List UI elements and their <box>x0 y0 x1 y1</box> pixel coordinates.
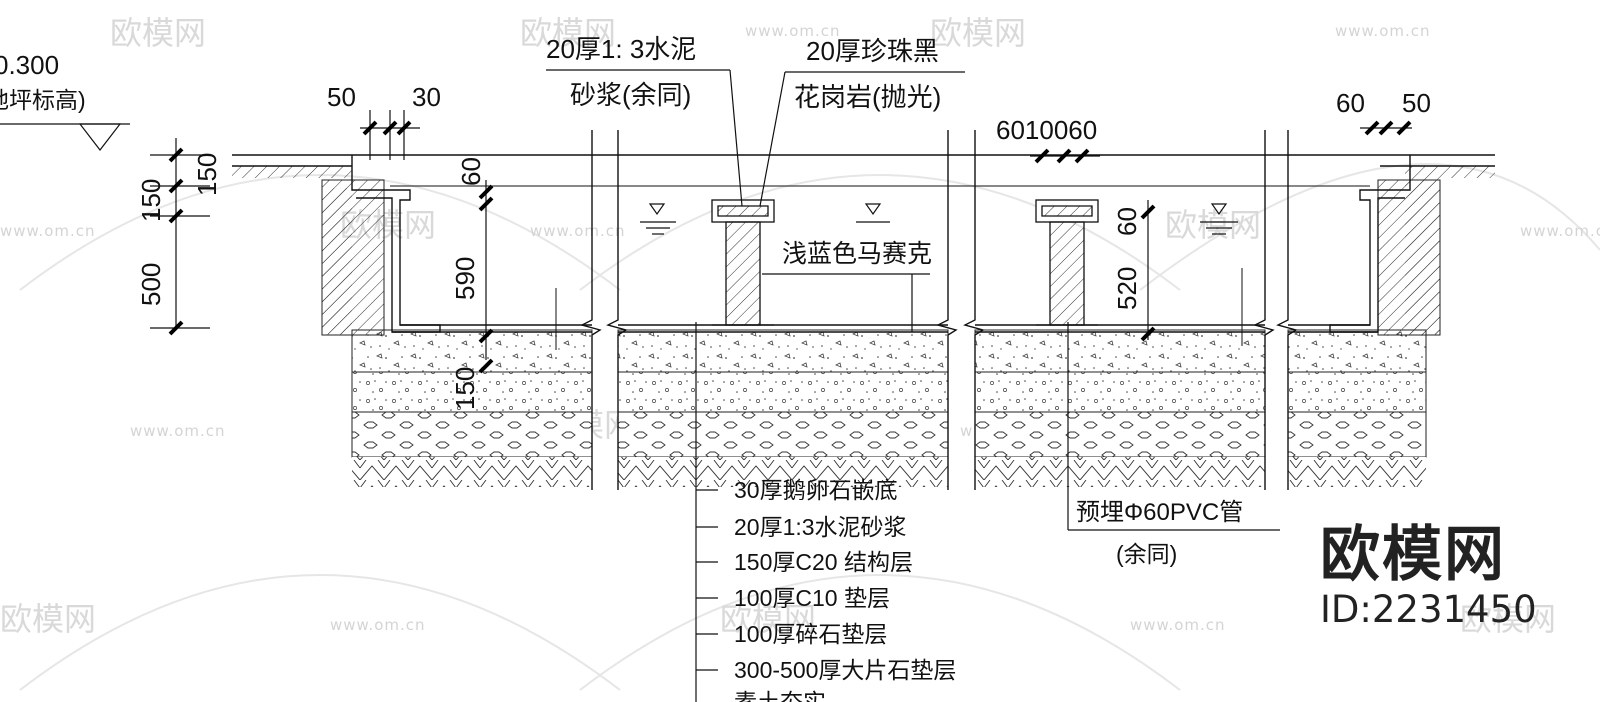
layer-gravel-seg2 <box>617 411 949 458</box>
left-wall-body <box>321 179 385 336</box>
wm-url-4: www.om.cn <box>530 222 626 240</box>
layer-label-5: 100厚碎石垫层 <box>734 621 887 647</box>
pipe-callout: 预埋Φ60PVC管 (余同) <box>555 268 1280 567</box>
dim-30: 30 <box>412 82 441 112</box>
dimension-texts: 50 30 150 150 500 60 590 150 6010060 520… <box>136 82 1431 410</box>
dim-60: 60 <box>456 157 486 186</box>
wm-brand-8: 欧模网 <box>0 600 96 638</box>
layer-label-7: 素土夯实 <box>734 689 826 702</box>
wm-url-2: www.om.cn <box>1335 22 1431 40</box>
pipe-callout-line2: (余同) <box>1116 541 1177 567</box>
layer-label-6: 300-500厚大片石垫层 <box>734 657 956 683</box>
layer-gravel-seg4 <box>1287 411 1427 458</box>
layer-concrete-seg1 <box>351 329 593 373</box>
callout-mortar: 20厚1: 3水泥 砂浆(余同) <box>546 34 743 207</box>
callout-mosaic-text: 浅蓝色马赛克 <box>782 240 932 268</box>
callout-granite-line2: 花岗岩(抛光) <box>794 82 941 112</box>
layer-mortar-seg2 <box>617 371 949 413</box>
dim-150-a: 150 <box>192 153 222 196</box>
wm-brand-2: 欧模网 <box>520 14 616 52</box>
break-lines <box>580 130 1298 490</box>
foundation-layers <box>351 329 1427 487</box>
side-earth <box>232 166 1495 336</box>
layer-soil-seg3 <box>975 457 1265 487</box>
layer-gravel-seg3 <box>974 411 1266 458</box>
layer-callout: 30厚鹅卵石嵌底 20厚1:3水泥砂浆 150厚C20 结构层 100厚C10 … <box>695 322 956 702</box>
layer-mortar-seg4 <box>1287 371 1427 413</box>
water-level-symbols <box>640 203 1238 235</box>
dimension-lines <box>150 110 1412 360</box>
layer-label-3: 150厚C20 结构层 <box>734 549 913 575</box>
brand-logo: 欧模网 <box>1320 520 1506 590</box>
wm-brand-5: 欧模网 <box>1165 206 1261 244</box>
dim-520: 520 <box>1112 267 1142 310</box>
dimension-ticks <box>168 120 1412 374</box>
dim-50: 50 <box>327 82 356 112</box>
callout-granite: 20厚珍珠黑 花岗岩(抛光) <box>759 36 965 207</box>
dim-150-c: 150 <box>450 367 480 410</box>
layer-label-1: 30厚鹅卵石嵌底 <box>734 477 898 503</box>
layer-label-4: 100厚C10 垫层 <box>734 585 890 611</box>
wm-url-6: www.om.cn <box>130 422 226 440</box>
dim-500: 500 <box>136 263 166 306</box>
wm-url-9: www.om.cn <box>1130 616 1226 634</box>
divider-wall-2 <box>1035 199 1099 326</box>
callout-mosaic: 浅蓝色马赛克 <box>762 240 932 332</box>
wm-url-3: www.om.cn <box>0 222 96 240</box>
layer-mortar-seg3 <box>974 371 1266 413</box>
pipe-callout-line1: 预埋Φ60PVC管 <box>1076 499 1243 526</box>
layer-concrete-seg3 <box>974 329 1266 373</box>
pool-structure <box>232 154 1495 333</box>
wm-url-1: www.om.cn <box>745 22 841 40</box>
dim-6010060: 6010060 <box>996 115 1097 145</box>
wm-brand-10: 欧模网 <box>1460 600 1556 638</box>
wm-url-8: www.om.cn <box>330 616 426 634</box>
dim-150-b: 150 <box>136 179 166 222</box>
wm-brand-9: 欧模网 <box>720 600 816 638</box>
model-id: ID:2231450 <box>1320 588 1537 631</box>
divider-wall-1 <box>711 199 775 326</box>
layer-soil-seg2 <box>618 457 948 487</box>
layer-concrete-seg2 <box>617 329 949 373</box>
brand-watermark: 欧模网 ID:2231450 <box>1320 522 1537 632</box>
dim-60-c: 60 <box>1336 88 1365 118</box>
dim-60-b: 60 <box>1112 207 1142 236</box>
dim-50-b: 50 <box>1402 88 1431 118</box>
wm-brand-1: 欧模网 <box>110 14 206 52</box>
right-earth-hatch <box>1405 166 1495 334</box>
elevation-marker: 0.300 地坪标高) <box>0 50 130 151</box>
layer-gravel-seg1 <box>351 411 593 458</box>
dim-590: 590 <box>450 257 480 300</box>
wm-brand-3: 欧模网 <box>930 14 1026 52</box>
callout-mortar-line2: 砂浆(余同) <box>570 80 691 110</box>
callout-mortar-line1: 20厚1: 3水泥 <box>546 34 696 64</box>
layer-soil-seg1 <box>352 457 592 487</box>
callout-granite-line1: 20厚珍珠黑 <box>806 36 939 66</box>
elevation-note: 地坪标高) <box>0 87 86 113</box>
layer-mortar-seg1 <box>351 371 593 413</box>
layer-soil-seg4 <box>1288 457 1426 487</box>
wm-url-5: www.om.cn <box>1520 222 1600 240</box>
layer-label-2: 20厚1:3水泥砂浆 <box>734 514 907 540</box>
layer-concrete-seg4 <box>1287 329 1427 373</box>
elevation-value: 0.300 <box>0 50 59 80</box>
